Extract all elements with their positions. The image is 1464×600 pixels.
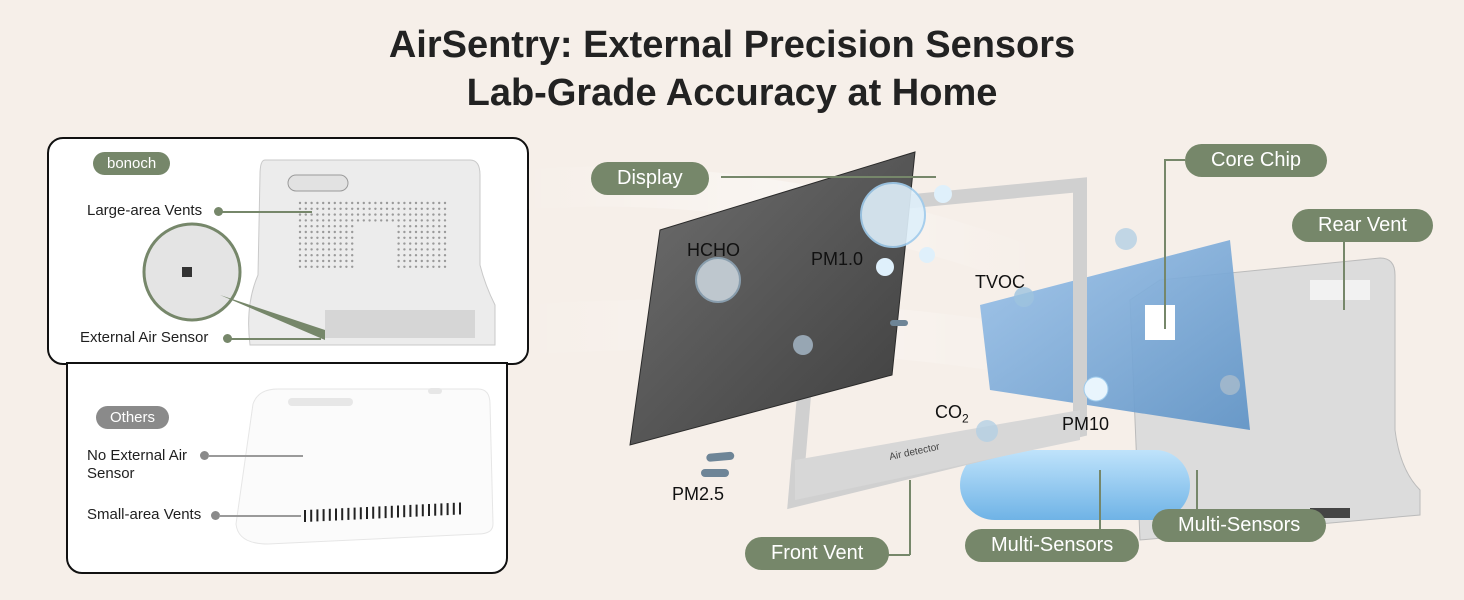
rear-vent-leader: [1343, 240, 1345, 310]
other-device-illustration: [235, 388, 494, 545]
small-vents-leader: [219, 515, 301, 517]
co2-label: CO2: [935, 402, 969, 426]
front-vent-leader-v: [909, 480, 911, 555]
external-sensor-label: External Air Sensor: [80, 329, 209, 346]
brand-device-illustration: [142, 159, 496, 346]
large-vents-label: Large-area Vents: [87, 202, 203, 219]
pm25-label: PM2.5: [672, 484, 725, 504]
no-sensor-dot: [200, 451, 209, 460]
external-sensor-dot: [223, 334, 232, 343]
rear-vent-callout: Rear Vent: [1292, 209, 1433, 242]
others-tag: Others: [96, 406, 170, 429]
hcho-label: HCHO: [687, 240, 740, 260]
external-sensor-leader: [231, 338, 321, 340]
core-chip-leader-v: [1164, 159, 1166, 329]
multi-sensors-leader-2: [1196, 470, 1198, 510]
page-title: AirSentry: External Precision Sensors: [388, 24, 1076, 66]
display-callout: Display: [591, 162, 709, 195]
small-vents-dot: [211, 511, 220, 520]
large-vents-leader: [222, 211, 312, 213]
co2-label-subscript: 2: [962, 411, 969, 426]
brand-tag: bonoch: [93, 152, 171, 175]
multi-sensors-callout-2: Multi-Sensors: [1152, 509, 1327, 542]
small-vents-label: Small-area Vents: [87, 506, 202, 523]
pm1-label: PM1.0: [811, 249, 864, 269]
display-leader: [721, 176, 936, 178]
core-chip-callout: Core Chip: [1185, 144, 1328, 177]
pm10-label: PM10: [1062, 414, 1110, 434]
multi-sensors-leader-1: [1099, 470, 1101, 530]
no-sensor-leader: [208, 455, 303, 457]
no-sensor-label-line2: Sensor: [87, 465, 135, 482]
front-vent-callout: Front Vent: [745, 537, 890, 570]
tvoc-label: TVOC: [975, 272, 1026, 292]
multi-sensors-callout-1: Multi-Sensors: [965, 529, 1140, 562]
large-vents-dot: [214, 207, 223, 216]
page-subtitle: Lab-Grade Accuracy at Home: [466, 72, 998, 114]
front-vent-leader-h: [888, 554, 910, 556]
exploded-device-illustration: Air detector: [520, 151, 1421, 541]
co2-label-text: CO: [935, 402, 962, 422]
no-sensor-label-line1: No External Air: [87, 447, 188, 464]
core-chip-leader-h: [1165, 159, 1185, 161]
